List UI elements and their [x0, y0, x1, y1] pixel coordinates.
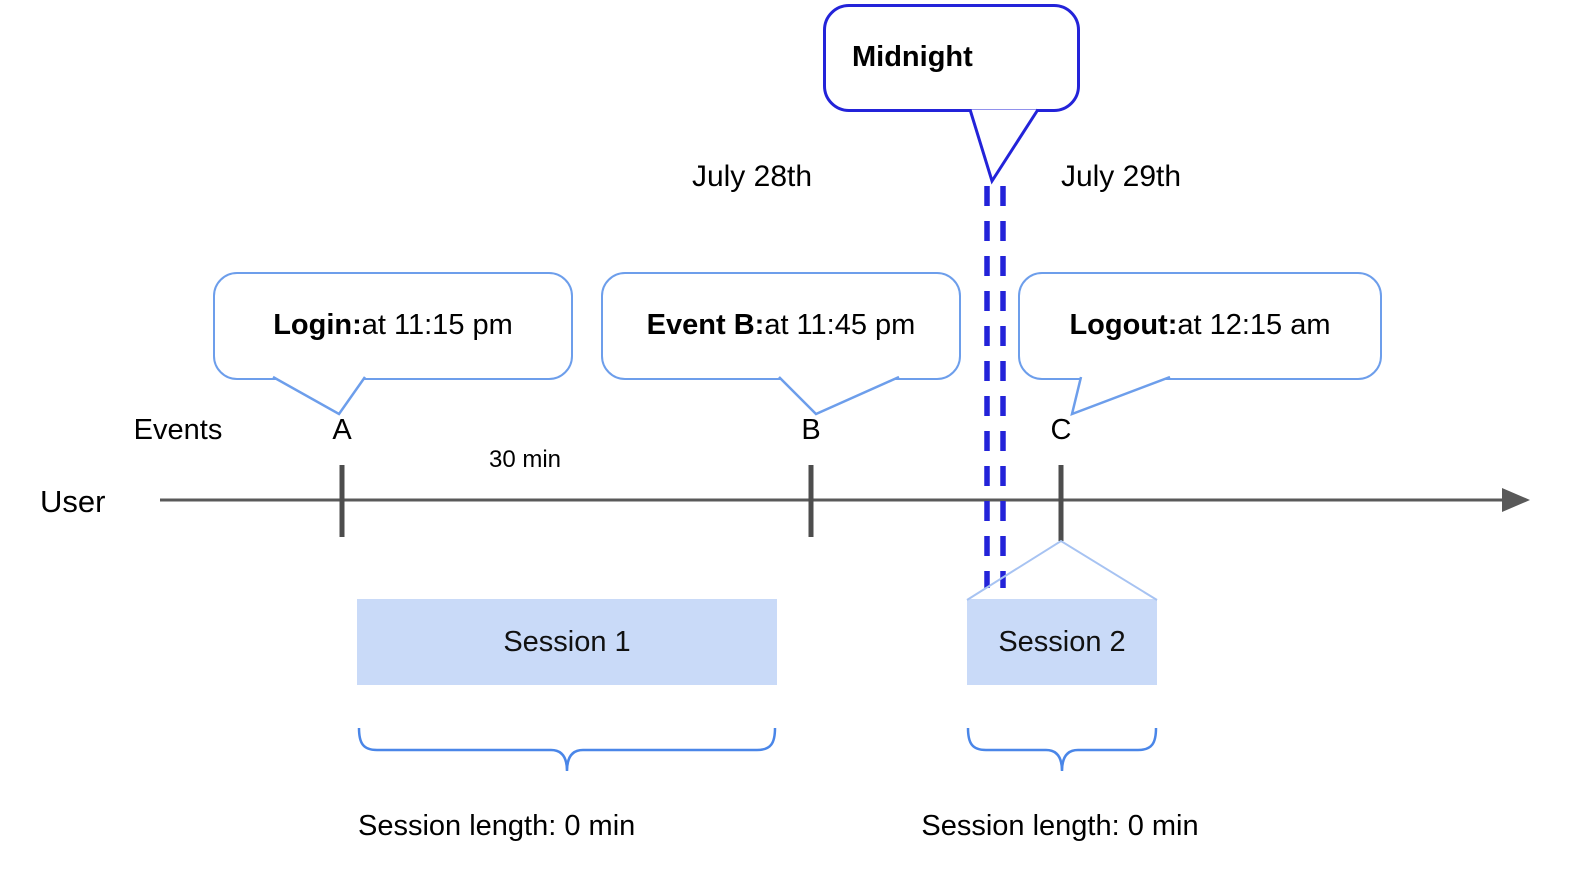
event-marker-b: B — [801, 414, 821, 446]
session-1-label: Session 1 — [503, 625, 631, 658]
event-b-callout-detail: at 11:45 pm — [764, 309, 916, 342]
logout-callout-tail — [1070, 375, 1171, 417]
session-1-length-label: Session length: 0 min — [358, 810, 636, 842]
session-2-box: Session 2 — [967, 599, 1157, 685]
session-2-length-label: Session length: 0 min — [921, 810, 1199, 842]
logout-callout-detail: at 12:15 am — [1177, 309, 1331, 342]
event-b-callout-tail — [778, 375, 900, 416]
session-2-funnel-lines — [966, 539, 1158, 601]
date-label-july-28: July 28th — [691, 160, 813, 193]
midnight-callout-label: Midnight — [852, 41, 973, 74]
event-b-callout-title: Event B: — [646, 309, 765, 342]
session-1-box: Session 1 — [357, 599, 777, 685]
timeline-arrowhead — [1502, 488, 1530, 512]
login-callout-title: Login: — [273, 309, 362, 342]
date-label-july-29: July 29th — [1060, 160, 1182, 193]
midnight-callout-bubble: Midnight — [823, 4, 1080, 112]
user-axis-label: User — [40, 484, 106, 519]
midnight-callout-tail — [968, 108, 1040, 185]
event-marker-a: A — [332, 414, 352, 446]
logout-callout-title: Logout: — [1069, 309, 1178, 342]
session-2-label: Session 2 — [998, 625, 1126, 658]
logout-callout-bubble: Logout: at 12:15 am — [1018, 272, 1382, 380]
session-1-brace — [357, 727, 777, 772]
session-2-brace — [966, 727, 1158, 772]
events-row-label: Events — [133, 414, 223, 446]
event-marker-c: C — [1050, 414, 1072, 446]
interval-label-30-min: 30 min — [488, 446, 562, 473]
login-callout-bubble: Login: at 11:15 pm — [213, 272, 573, 380]
login-callout-detail: at 11:15 pm — [361, 309, 513, 342]
event-b-callout-bubble: Event B: at 11:45 pm — [601, 272, 961, 380]
login-callout-tail — [272, 375, 367, 416]
